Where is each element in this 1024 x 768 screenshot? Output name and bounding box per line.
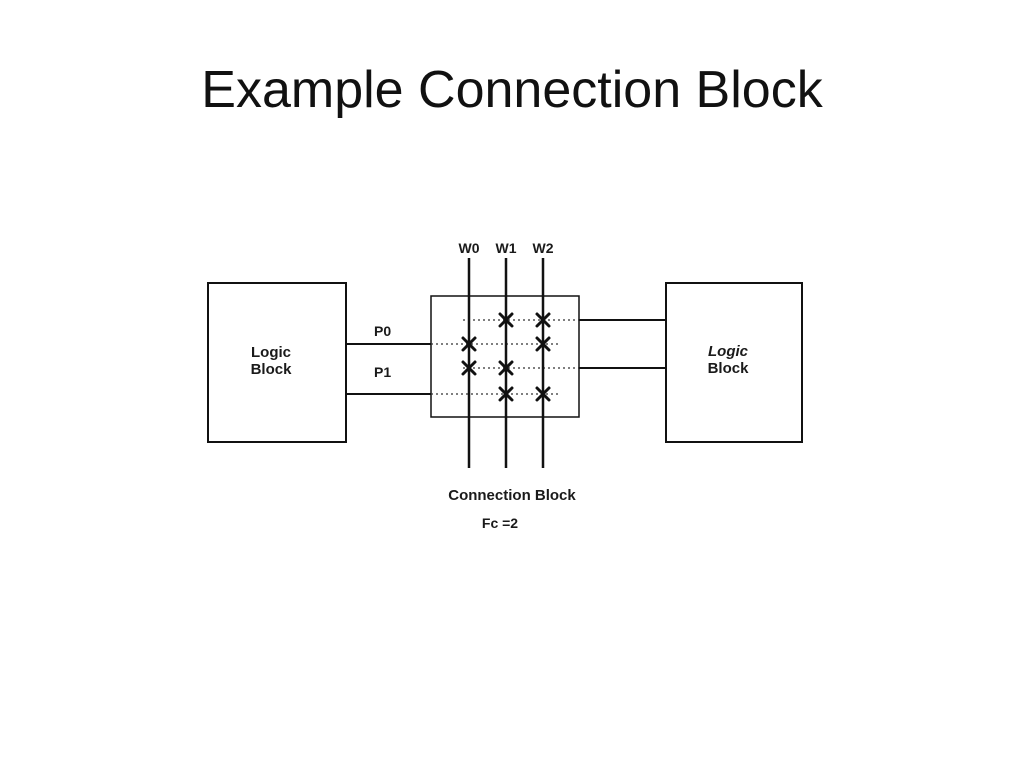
switch-x-w2-row1 (535, 312, 551, 328)
switch-x-w2-row2 (535, 336, 551, 352)
left-logic-block-label-line2: Block (251, 361, 293, 378)
right-logic-block-label-line2: Block (708, 360, 750, 377)
switch-x-w1-row4 (498, 386, 514, 402)
left-logic-block-box (207, 282, 347, 443)
switch-x-w1-row3 (498, 360, 514, 376)
switch-x-w2-row4 (535, 386, 551, 402)
switch-x-w0-row2 (461, 336, 477, 352)
right-logic-block-label-line1: Logic (708, 343, 749, 360)
slide-title: Example Connection Block (201, 61, 823, 119)
right-logic-block: Logic Block (665, 282, 803, 443)
pin-label-p0: P0 (374, 323, 391, 339)
wire-label-w2: W2 (533, 240, 554, 256)
switch-marks (461, 312, 551, 402)
pin-label-p1: P1 (374, 364, 391, 380)
wire-label-w0: W0 (459, 240, 480, 256)
fc-label: Fc =2 (482, 515, 518, 531)
wire-label-w1: W1 (496, 240, 517, 256)
switch-x-w0-row3 (461, 360, 477, 376)
left-logic-block: Logic Block (207, 282, 347, 443)
left-logic-block-label-line1: Logic (251, 344, 291, 361)
switch-x-w1-row1 (498, 312, 514, 328)
right-logic-block-box (665, 282, 803, 443)
connection-block-caption: Connection Block (448, 487, 576, 504)
